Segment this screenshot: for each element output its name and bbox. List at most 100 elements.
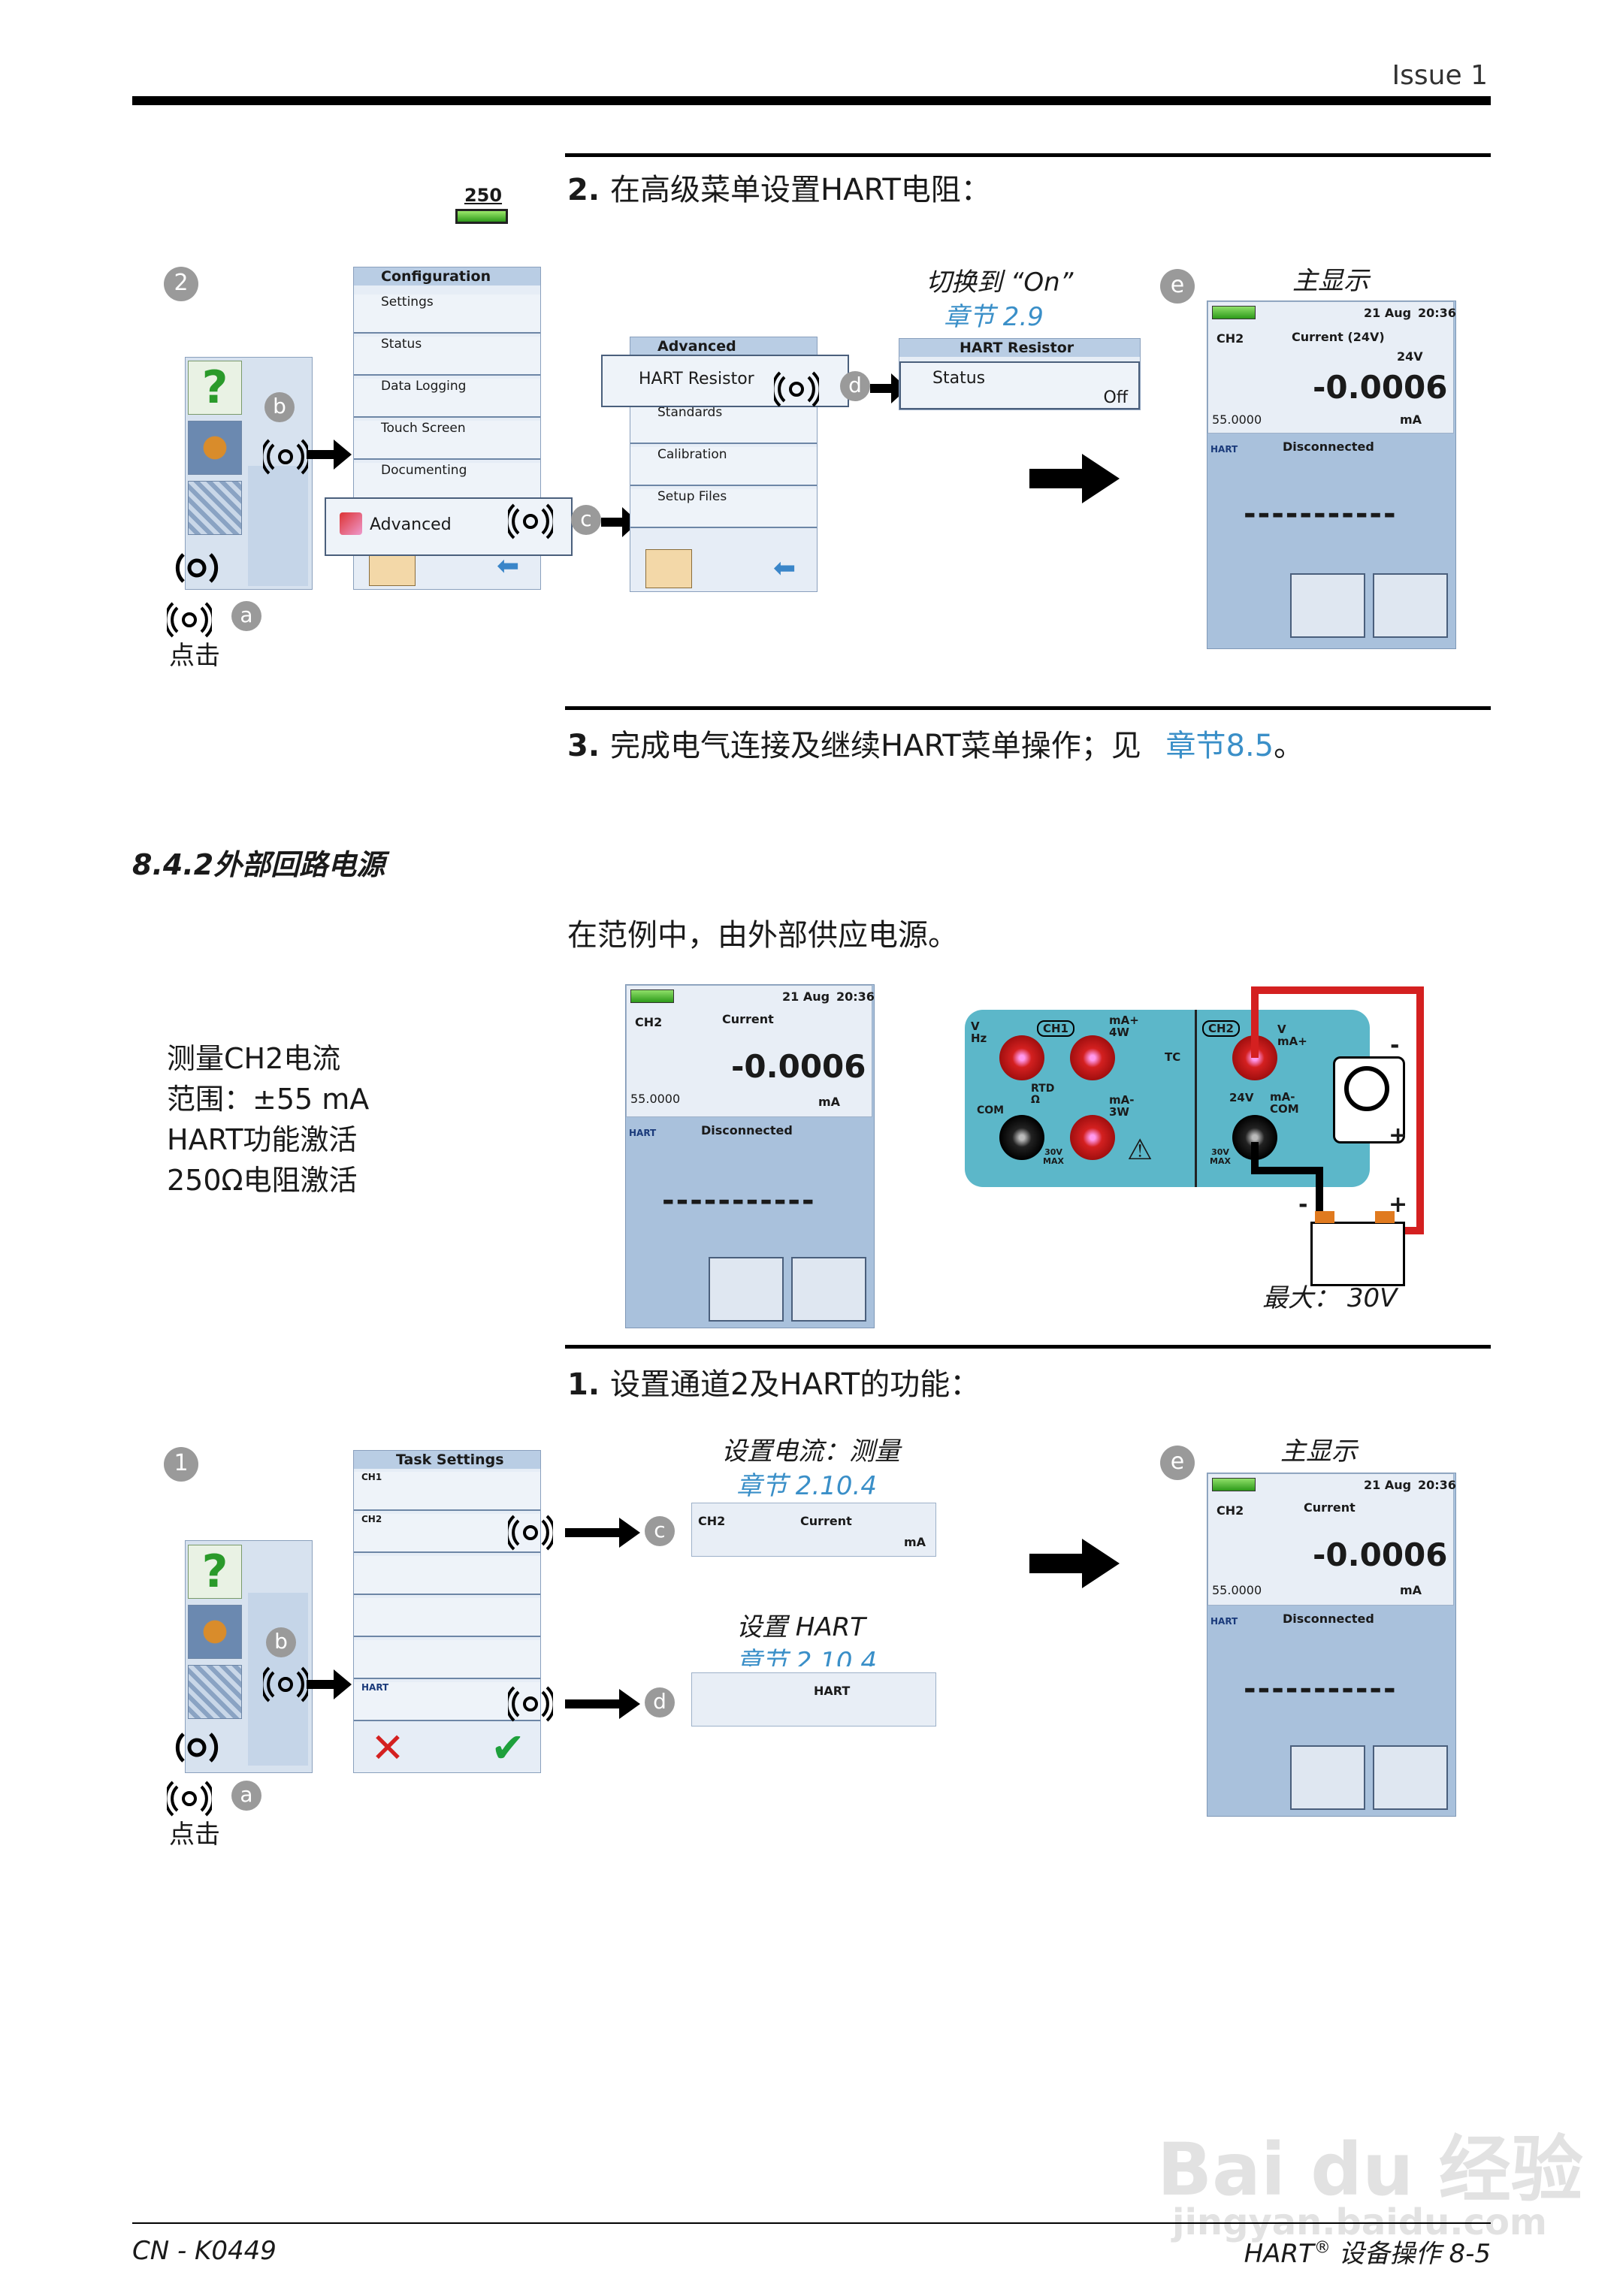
hart-resistor-menu: HART Resistor Status Off	[899, 338, 1141, 410]
battery-supply-icon	[1310, 1222, 1405, 1286]
menu-item-setup-files[interactable]: Setup Files	[630, 489, 817, 528]
task-row-3[interactable]	[354, 1556, 540, 1595]
issue-label: Issue 1	[1392, 60, 1488, 91]
baidu-watermark: Bai du 经验	[1157, 2128, 1583, 2212]
menu-item-standards[interactable]: Standards	[630, 405, 817, 444]
advanced-title: Advanced	[630, 337, 817, 355]
menu-item-status[interactable]: Status	[354, 337, 540, 376]
switch-link[interactable]: 章节 2.9	[944, 302, 1044, 332]
label-ma4w: mA+ 4W	[1109, 1014, 1139, 1039]
step2-heading: 2.在高级菜单设置HART电阻：	[567, 165, 991, 209]
big-arrow-1	[1029, 454, 1120, 503]
footer-rule	[132, 2222, 1491, 2224]
help-icon[interactable]: ?	[188, 361, 242, 415]
menu-item-touch-screen[interactable]: Touch Screen	[354, 421, 540, 460]
nav-icons-2[interactable]	[248, 1593, 308, 1766]
task-row-hart[interactable]: HART	[354, 1682, 540, 1721]
hart-250-icon: 250	[449, 185, 517, 230]
spec-list: 测量CH2电流 范围：±55 mA HART功能激活 250Ω电阻激活	[167, 1038, 369, 1201]
step3-link[interactable]: 章节8.5	[1165, 729, 1274, 763]
menu-item-hart-resistor[interactable]: HART Resistor	[601, 355, 849, 407]
task-icon-2[interactable]	[188, 1665, 242, 1719]
label-rtd: RTD Ω	[1031, 1083, 1055, 1106]
nav-icons[interactable]	[248, 466, 308, 586]
menu-item-calibration[interactable]: Calibration	[630, 447, 817, 486]
cancel-x-icon[interactable]: ✕	[370, 1724, 405, 1772]
battery-icon	[1212, 306, 1256, 319]
task-row-5[interactable]	[354, 1640, 540, 1679]
accept-check-icon[interactable]: ✔	[491, 1724, 525, 1772]
task-row-ch1[interactable]: CH1	[354, 1472, 540, 1511]
menu-item-data-logging[interactable]: Data Logging	[354, 379, 540, 418]
back-arrow-icon-2[interactable]: ⬅	[773, 553, 796, 584]
label-30v-max-1: 30V MAX	[1043, 1147, 1064, 1166]
label-ch1: CH1	[1037, 1020, 1074, 1037]
task-icon[interactable]	[188, 481, 242, 535]
callout-d: d	[840, 371, 870, 401]
settings-gear-icon-2[interactable]	[188, 1605, 242, 1659]
tap-icon-c	[508, 503, 553, 539]
status-toggle[interactable]: Status Off	[899, 361, 1140, 409]
current-value: -0.0006	[1313, 369, 1448, 406]
menu-list-button-3[interactable]	[1290, 1745, 1365, 1810]
step3-heading: 3.完成电气连接及继续HART菜单操作；见 章节8.5。	[567, 729, 1304, 763]
callout-e-2: e	[1160, 1446, 1195, 1480]
main-display-label-1: 主显示	[1292, 266, 1369, 296]
label-v-ma: V mA+	[1277, 1023, 1307, 1048]
big-arrow-2	[1029, 1539, 1120, 1588]
home-button-icon-2[interactable]	[645, 549, 692, 588]
warning-icon: ⚠	[1127, 1133, 1153, 1166]
footer-page: HART® 设备操作 8-5	[1244, 2238, 1491, 2269]
task-row-4[interactable]	[354, 1598, 540, 1637]
callout-c: c	[571, 505, 601, 535]
help-icon-2[interactable]: ?	[188, 1545, 242, 1599]
step1-heading: 1.设置通道2及HART的功能：	[567, 1367, 981, 1402]
label-com: COM	[977, 1104, 1005, 1116]
callout-b: b	[264, 392, 295, 422]
set-hart-link[interactable]: 章节 2.10.4	[736, 1647, 877, 1666]
menu-list-button[interactable]	[1290, 573, 1365, 638]
tap-label-2: 点击	[169, 1820, 220, 1850]
tap-icon-a	[167, 602, 212, 638]
arrow-to-c	[565, 1518, 640, 1548]
callout-a: a	[231, 601, 261, 631]
arrow-b	[307, 440, 352, 470]
tap-icon-hart	[508, 1686, 553, 1722]
tap-icon-ch2	[508, 1515, 553, 1551]
measurement-screen: 21 Aug 20:36 CH2 Current -0.0006 55.0000…	[625, 984, 875, 1328]
settings-gear-icon[interactable]	[188, 421, 242, 475]
spec-range: 范围：±55 mA	[167, 1083, 370, 1116]
window-button-2[interactable]	[791, 1257, 866, 1322]
label-30v-max-2: 30V MAX	[1210, 1147, 1231, 1166]
menu-item-settings[interactable]: Settings	[354, 295, 540, 334]
meter-icon	[1333, 1056, 1405, 1143]
current-setting-box: CH2 Current mA	[691, 1503, 936, 1557]
menu-item-documenting[interactable]: Documenting	[354, 463, 540, 502]
terminal-block-1	[1315, 1211, 1334, 1223]
window-button-3[interactable]	[1373, 1745, 1448, 1810]
task-settings-menu: Task Settings CH1 CH2 HART ✕ ✔	[353, 1450, 541, 1773]
set-current-link[interactable]: 章节 2.10.4	[736, 1471, 877, 1501]
window-button[interactable]	[1373, 573, 1448, 638]
back-arrow-icon[interactable]: ⬅	[497, 551, 520, 582]
current-value-2: -0.0006	[731, 1048, 866, 1085]
step-badge-1: 1	[164, 1447, 198, 1482]
menu-list-button-2[interactable]	[709, 1257, 784, 1322]
label-ma-com: mA- COM	[1270, 1090, 1299, 1116]
tap-icon-b-2	[263, 1666, 308, 1702]
red-terminal-1	[999, 1035, 1044, 1080]
configuration-title: Configuration	[354, 267, 540, 285]
tap-icon-b	[263, 439, 308, 475]
red-terminal-2	[1070, 1035, 1115, 1080]
callout-c-2: c	[645, 1516, 675, 1546]
callout-e: e	[1160, 269, 1195, 304]
black-terminal-1	[999, 1115, 1044, 1160]
spec-ch2: 测量CH2电流	[167, 1042, 341, 1075]
set-hart-note: 设置 HART	[736, 1612, 866, 1642]
arrow-to-d	[565, 1689, 640, 1719]
current-value-3: -0.0006	[1313, 1536, 1448, 1573]
arrow-b-2	[307, 1669, 352, 1699]
callout-d-2: d	[645, 1687, 675, 1717]
tap-icon-d	[774, 371, 819, 407]
set-current-note: 设置电流：测量	[721, 1437, 900, 1467]
